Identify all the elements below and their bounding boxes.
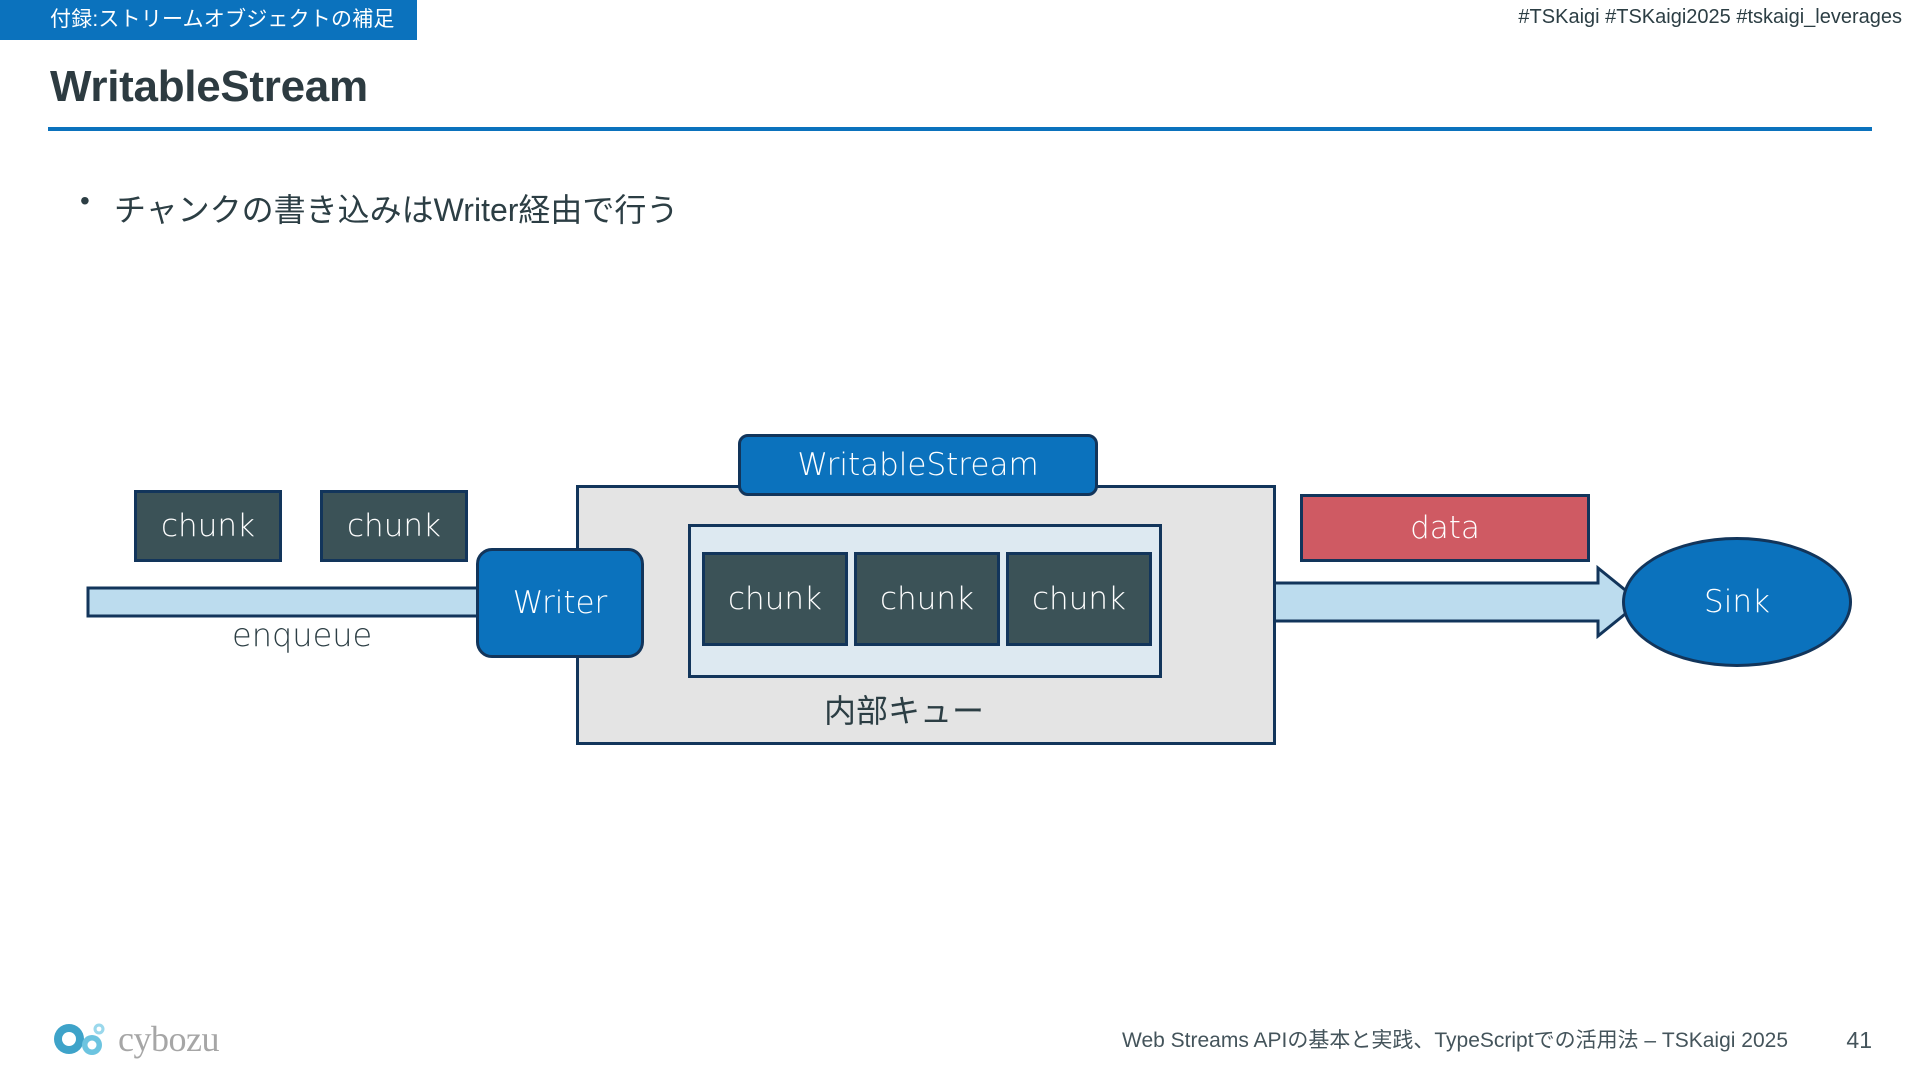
- sink-node: Sink: [1622, 537, 1852, 667]
- footer-note: Web Streams APIの基本と実践、TypeScriptでの活用法 – …: [1122, 1029, 1788, 1052]
- incoming-chunk-box: chunk: [320, 490, 468, 562]
- title-underline-divider: [48, 127, 1872, 131]
- hashtags: #TSKaigi #TSKaigi2025 #tskaigi_leverages: [1518, 6, 1902, 28]
- page-title: WritableStream: [50, 62, 368, 111]
- cybozu-mark-icon: [54, 1023, 105, 1055]
- section-tag: 付録:ストリームオブジェクトの補足: [0, 0, 417, 40]
- writer-node: Writer: [476, 548, 644, 658]
- page-number: 41: [1846, 1027, 1872, 1053]
- queue-chunk-box: chunk: [1006, 552, 1152, 646]
- internal-queue-caption: 内部キュー: [824, 692, 985, 730]
- bullet-list-item: • チャンクの書き込みはWriter経由で行う: [80, 185, 678, 231]
- writable-stream-label-chip: WritableStream: [738, 434, 1098, 496]
- queue-chunk-box: chunk: [854, 552, 1000, 646]
- data-box: data: [1300, 494, 1590, 562]
- cybozu-wordmark: cybozu: [118, 1019, 219, 1059]
- bullet-text: チャンクの書き込みはWriter経由で行う: [114, 192, 679, 228]
- queue-chunk-box: chunk: [702, 552, 848, 646]
- cybozu-logo: cybozu: [52, 1018, 219, 1060]
- enqueue-label: enqueue: [232, 616, 373, 654]
- incoming-chunk-box: chunk: [134, 490, 282, 562]
- bullet-marker-icon: •: [80, 185, 90, 216]
